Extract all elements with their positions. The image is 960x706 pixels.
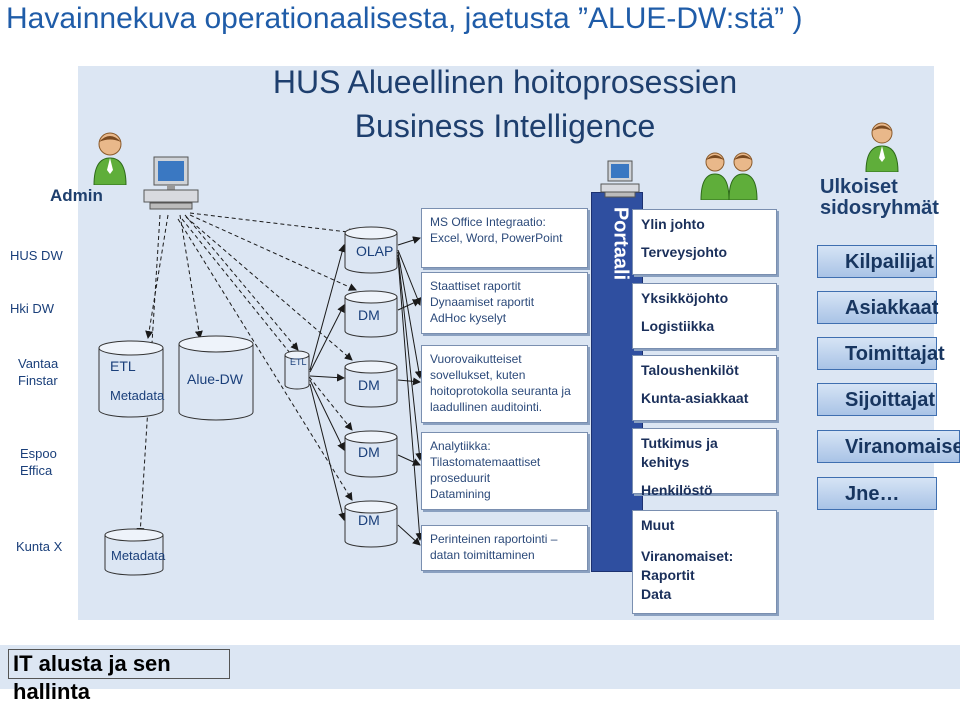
role-line: Logistiikka — [641, 318, 715, 334]
role-line: Raportit — [641, 567, 695, 583]
role-line: Taloushenkilöt — [641, 362, 739, 378]
alue-dw-cylinder: Alue-DW — [178, 335, 254, 421]
source-hus-dw: HUS DW — [10, 248, 63, 263]
source-kunta-x: Kunta X — [16, 539, 63, 554]
app-line: datan toimittaminen — [430, 548, 535, 562]
etl-small-label: ETL — [290, 357, 307, 367]
role-group-4: Tutkimus ja kehitys Henkilöstö — [632, 428, 777, 498]
app-line: Datamining — [430, 487, 491, 501]
olap-cylinder: OLAP — [344, 226, 398, 274]
app-line: Analytiikka: — [430, 439, 491, 453]
app-line: Excel, Word, PowerPoint — [430, 231, 563, 245]
app-line: Vuorovaikutteiset — [430, 352, 522, 366]
app-line: Tilastomatemaattiset — [430, 455, 541, 469]
app-line: sovellukset, kuten — [430, 368, 526, 382]
alue-dw-label: Alue-DW — [187, 371, 244, 387]
data-mart-label-1: DM — [358, 307, 380, 323]
app-line: Staattiset raportit — [430, 279, 521, 293]
page-title: Havainnekuva operationaalisesta, jaetust… — [6, 2, 803, 35]
app-reports: Staattiset raportit Dynaamiset raportit … — [421, 272, 588, 334]
admin-label: Admin — [50, 186, 103, 205]
role-line: Tutkimus ja kehitys — [641, 435, 718, 470]
user-group-icon — [695, 148, 765, 201]
app-line: MS Office Integraatio: — [430, 215, 546, 229]
app-line: Dynaamiset raportit — [430, 295, 535, 309]
etl-metadata-cylinder: ETL Metadata — [98, 340, 164, 418]
admin-person-icon — [90, 130, 130, 186]
metadata-label: Metadata — [110, 388, 165, 403]
data-mart-cylinder-2: DM — [344, 360, 398, 408]
external-group-kilpailijat: Kilpailijat — [817, 245, 937, 278]
portal-computer-icon — [598, 160, 642, 198]
source-espoo-effica: Espoo Effica — [20, 446, 57, 478]
computer-icon — [140, 155, 202, 211]
data-mart-label-2: DM — [358, 377, 380, 393]
external-title-line-1: Ulkoiset — [820, 176, 898, 198]
role-line: Kunta-asiakkaat — [641, 390, 749, 406]
source-hki-dw: Hki DW — [10, 301, 55, 316]
app-analytics: Analytiikka: Tilastomatemaattiset prosed… — [421, 432, 588, 510]
external-group-toimittajat: Toimittajat — [817, 337, 945, 370]
metadata-lower-label: Metadata — [111, 548, 166, 563]
role-group-1: Ylin johto Terveysjohto — [632, 209, 777, 275]
data-mart-label-3: DM — [358, 444, 380, 460]
app-line: proseduurit — [430, 471, 491, 485]
external-title: Ulkoiset sidosryhmät — [820, 177, 939, 219]
external-group-asiakkaat: Asiakkaat — [817, 291, 938, 324]
role-line: Yksikköjohto — [641, 290, 729, 306]
role-line: Henkilöstö — [641, 482, 713, 498]
role-line: Viranomaiset: — [641, 548, 734, 564]
portal-label: Portaali — [609, 206, 632, 281]
external-title-line-2: sidosryhmät — [820, 197, 939, 219]
external-group-jne: Jne… — [817, 477, 937, 510]
diagram-title: HUS Alueellinen hoitoprosessien Business… — [210, 60, 800, 148]
role-group-5: Muut Viranomaiset: Raportit Data — [632, 510, 777, 614]
app-office-integration: MS Office Integraatio: Excel, Word, Powe… — [421, 208, 588, 268]
app-traditional-reporting: Perinteinen raportointi – datan toimitta… — [421, 525, 588, 571]
user-person-icon — [862, 120, 902, 173]
data-mart-label-4: DM — [358, 512, 380, 528]
role-line: Data — [641, 586, 672, 602]
app-interactive: Vuorovaikutteiset sovellukset, kuten hoi… — [421, 345, 588, 423]
diagram-title-line-1: HUS Alueellinen hoitoprosessien — [272, 64, 738, 100]
it-platform-label: IT alusta ja sen hallinta — [8, 649, 230, 704]
role-line: Muut — [641, 517, 675, 533]
data-mart-cylinder-3: DM — [344, 430, 398, 478]
app-line: AdHoc kyselyt — [430, 311, 507, 325]
etl-label: ETL — [110, 358, 136, 374]
app-line: laadullinen auditointi. — [430, 400, 543, 414]
data-mart-cylinder-1: DM — [344, 290, 398, 338]
olap-label: OLAP — [356, 243, 394, 259]
role-group-2: Yksikköjohto Logistiikka — [632, 283, 777, 349]
source-vantaa-finstar: Vantaa Finstar — [18, 356, 59, 388]
role-group-3: Taloushenkilöt Kunta-asiakkaat — [632, 355, 777, 421]
app-line: Perinteinen raportointi – — [430, 532, 558, 546]
app-line: hoitoprotokolla seuranta ja — [430, 384, 571, 398]
data-mart-cylinder-4: DM — [344, 500, 398, 548]
etl-small-cylinder: ETL — [284, 350, 310, 390]
external-group-sijoittajat: Sijoittajat — [817, 383, 937, 416]
diagram-title-line-2: Business Intelligence — [354, 108, 656, 144]
role-line: Ylin johto — [641, 216, 705, 232]
flow-arrows — [136, 212, 424, 546]
role-line: Terveysjohto — [641, 244, 728, 260]
external-group-viranomaiset: Viranomaise — [817, 430, 960, 463]
metadata-cylinder: Metadata — [104, 528, 166, 576]
